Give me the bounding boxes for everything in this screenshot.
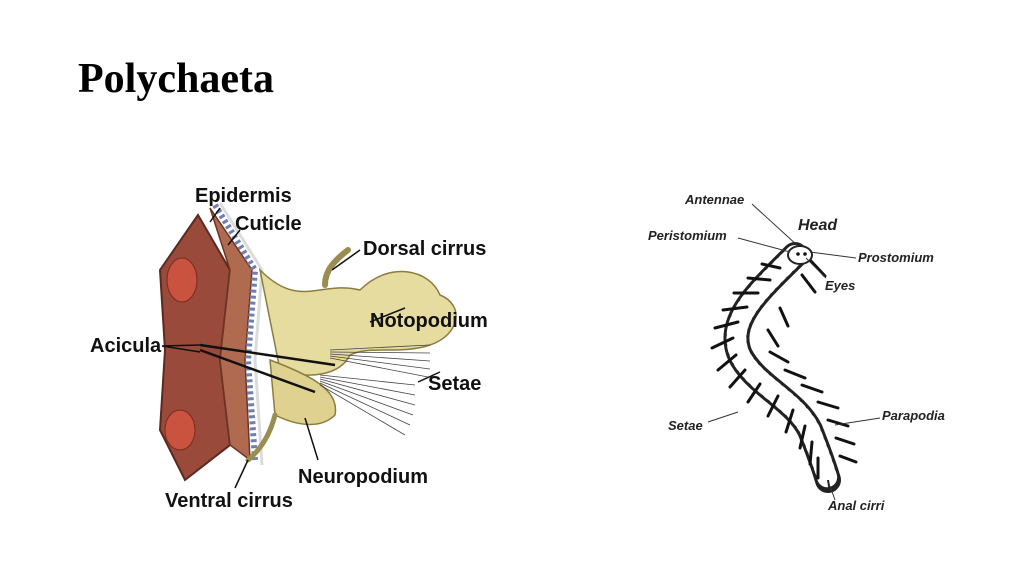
label-dorsal-cirrus: Dorsal cirrus bbox=[363, 238, 486, 260]
worm-head bbox=[787, 245, 813, 265]
body-wall bbox=[158, 202, 264, 482]
parapodium-diagram: Epidermis Cuticle Dorsal cirrus Notopodi… bbox=[90, 185, 488, 512]
worm-body bbox=[723, 242, 841, 493]
label-eyes: Eyes bbox=[825, 278, 855, 293]
leader-lines bbox=[209, 207, 441, 489]
worm-eye bbox=[796, 252, 800, 256]
label-peristomium: Peristomium bbox=[648, 228, 727, 243]
worm-leader-lines bbox=[707, 203, 881, 501]
worm-parapodia bbox=[710, 258, 858, 480]
acicula-rods bbox=[199, 343, 336, 394]
label-epidermis: Epidermis bbox=[195, 185, 292, 207]
slide-title: Polychaeta bbox=[78, 56, 274, 102]
worm-anal-cirri bbox=[827, 479, 831, 493]
label-acicula: Acicula bbox=[90, 335, 162, 357]
label-parapodia: Parapodia bbox=[882, 408, 945, 423]
acicula-pointers bbox=[161, 344, 201, 353]
label-head: Head bbox=[798, 217, 838, 234]
label-setae: Setae bbox=[428, 373, 481, 395]
label-antennae: Antennae bbox=[684, 192, 744, 207]
worm-eye bbox=[803, 252, 807, 256]
label-setae-worm: Setae bbox=[668, 418, 703, 433]
worm-diagram: Antennae Head Peristomium Prostomium Eye… bbox=[648, 192, 945, 513]
label-notopodium: Notopodium bbox=[370, 310, 488, 332]
setae-fans bbox=[319, 344, 431, 436]
label-cuticle: Cuticle bbox=[235, 213, 302, 235]
parapodium-lobes bbox=[245, 247, 457, 463]
label-anal-cirri: Anal cirri bbox=[827, 498, 885, 513]
label-ventral-cirrus: Ventral cirrus bbox=[165, 490, 293, 512]
label-prostomium: Prostomium bbox=[858, 250, 934, 265]
label-neuropodium: Neuropodium bbox=[298, 466, 428, 488]
